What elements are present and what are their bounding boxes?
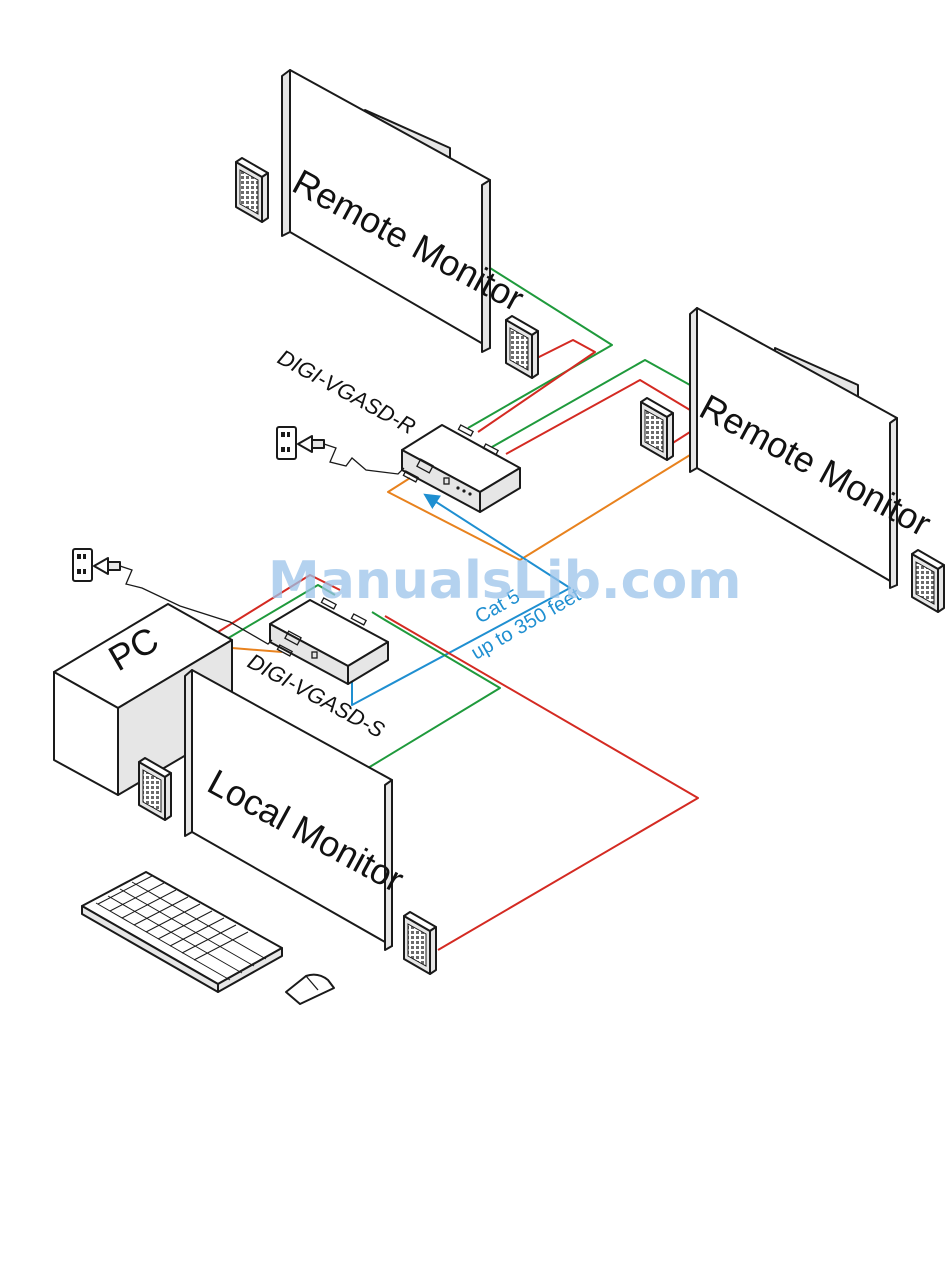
speaker-icon xyxy=(641,398,673,460)
remote-monitor-1: Remote Monitor xyxy=(282,70,531,352)
receiver-label: DIGI-VGASD-R xyxy=(274,344,420,439)
power-outlet-icon xyxy=(277,427,296,459)
power-cord-receiver xyxy=(324,444,404,474)
speaker-icon xyxy=(912,550,944,612)
power-receiver xyxy=(277,427,404,474)
speaker-icon xyxy=(506,316,538,378)
speaker-icon xyxy=(236,158,268,222)
power-plug-icon xyxy=(94,558,120,574)
remote-monitor-2: Remote Monitor xyxy=(690,308,938,588)
power-plug-icon xyxy=(298,436,324,452)
power-outlet-icon xyxy=(73,549,92,581)
mouse-icon xyxy=(286,975,334,1004)
cable-red-local-speaker xyxy=(385,616,698,950)
speaker-icon xyxy=(404,912,436,974)
local-monitor: Local Monitor xyxy=(185,670,411,950)
keyboard-icon xyxy=(82,872,282,992)
watermark: ManualsLib.com xyxy=(268,551,741,611)
